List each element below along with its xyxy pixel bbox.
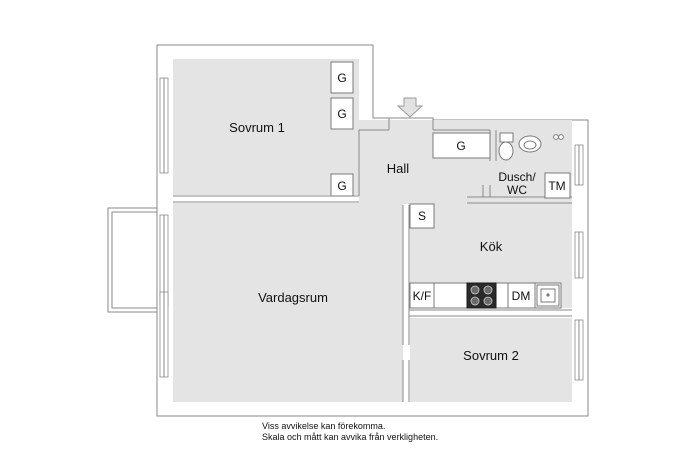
disclaimer: Viss avvikelse kan förekomma. Skala och … (262, 421, 438, 443)
dishwasher-label: DM (512, 289, 531, 303)
wardrobe-label: G (456, 139, 465, 153)
pantry: S (409, 203, 435, 229)
wardrobe-1: G (330, 61, 354, 94)
interior-walls (173, 118, 572, 402)
disclaimer-line-1: Viss avvikelse kan förekomma. (262, 421, 386, 431)
wardrobe-2: G (330, 97, 354, 130)
fridge-freezer: K/F (409, 282, 435, 309)
washbasin-icon (518, 134, 564, 153)
dishwasher: DM (507, 282, 536, 309)
fridge-freezer-label: K/F (413, 289, 432, 303)
stove-icon (466, 282, 497, 309)
pantry-label: S (418, 209, 426, 223)
wardrobe-label: G (337, 179, 346, 193)
sink-icon (536, 284, 560, 307)
windows (159, 77, 584, 381)
wardrobe-4: G (432, 132, 491, 159)
wardrobe-label: G (337, 71, 346, 85)
room-label-dusch-line2: WC (507, 183, 527, 197)
balcony (107, 207, 157, 313)
sovrum1-floor (173, 59, 359, 195)
hall-floor-2 (359, 195, 403, 205)
towel-dryer: TM (544, 172, 571, 199)
room-label-hall: Hall (387, 161, 410, 176)
room-label-sovrum2: Sovrum 2 (463, 348, 519, 363)
room-label-vardagsrum: Vardagsrum (258, 290, 328, 305)
wardrobe-3: G (330, 173, 354, 197)
disclaimer-line-2: Skala och mått kan avvika från verklighe… (262, 432, 439, 442)
toilet-icon (498, 132, 514, 161)
entrance-arrow-icon (396, 97, 424, 118)
wardrobe-label: G (337, 107, 346, 121)
sovrum2-floor (410, 318, 572, 402)
room-label-kok: Kök (480, 239, 503, 254)
room-label-sovrum1: Sovrum 1 (229, 120, 285, 135)
vardagsrum-floor (173, 203, 403, 402)
towel-dryer-label: TM (548, 179, 565, 193)
room-label-dusch-line1: Dusch/ (498, 170, 536, 184)
